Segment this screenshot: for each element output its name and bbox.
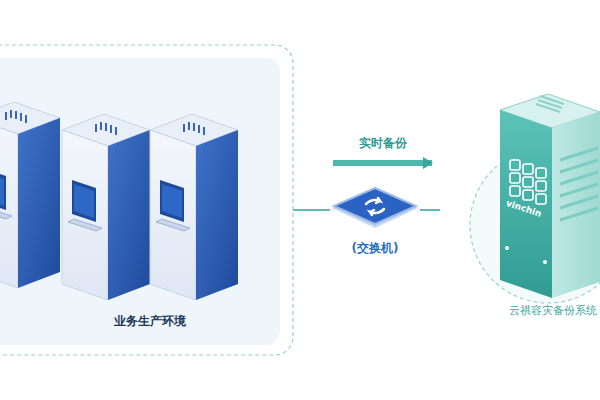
switch-icon <box>330 186 420 236</box>
backup-system: 云祺容灾备份系统 <box>440 110 600 330</box>
edge-label: 实时备份 <box>357 135 409 152</box>
network-link <box>420 209 440 211</box>
node-label: (交换机) <box>352 240 399 257</box>
network-link <box>293 209 330 211</box>
node-label: 云祺容灾备份系统 <box>509 303 597 318</box>
node-label: 业务生产环境 <box>114 313 186 330</box>
production-panel: 业务生产环境 <box>0 55 293 345</box>
backup-arrow <box>333 160 432 166</box>
switch-node: (交换机) <box>330 186 420 266</box>
